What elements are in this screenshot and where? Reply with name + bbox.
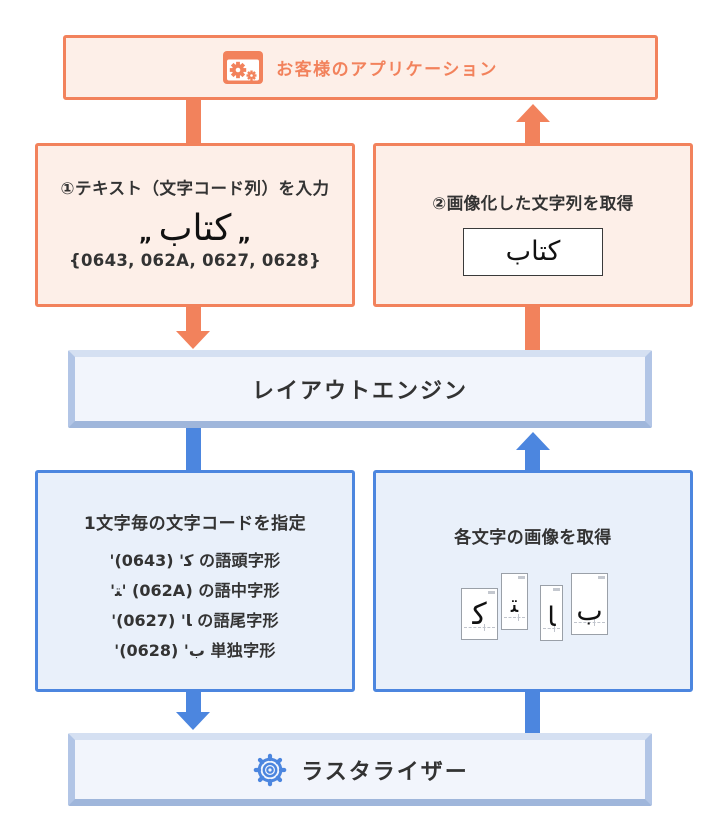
arrowhead-output-to-app	[516, 104, 550, 122]
glyph-image-card: ﺏ	[571, 573, 608, 635]
glyph-code-spec-box: 1文字毎の文字コードを指定 'ﻛ' (0643) の語頭字形 'ﺘ' (062A…	[35, 470, 355, 692]
connector-input-to-engine	[186, 307, 201, 331]
glyph-image-card: ﻛ	[461, 588, 498, 640]
layout-engine-label: レイアウトエンジン	[251, 379, 468, 404]
arrowhead-input-to-engine	[176, 331, 210, 349]
arabic-word-quoted: „ كتاب „	[38, 202, 352, 248]
connector-engine-to-output	[525, 307, 540, 350]
arrowhead-spec-to-rasterizer	[176, 712, 210, 730]
connector-images-to-engine	[525, 450, 540, 470]
connector-output-to-app	[525, 122, 540, 143]
glyph-teh-medial: ﺘ	[510, 590, 519, 618]
glyph-kaf-initial: ﻛ	[472, 597, 487, 632]
glyph-code-line: 'ﺘ' (062A) の語中字形	[110, 581, 280, 600]
image-output-box: ②画像化した文字列を取得 كتاب	[373, 143, 693, 307]
customer-application-label: お客様のアプリケーション	[276, 60, 498, 80]
connector-app-to-input	[186, 100, 201, 143]
glyph-image-card: ﺘ	[501, 573, 528, 630]
rasterizer-box: ラスタライザー	[68, 733, 652, 806]
arrowhead-images-to-engine	[516, 432, 550, 450]
rasterizer-label: ラスタライザー	[301, 759, 469, 785]
text-input-box: ①テキスト（文字コード列）を入力 „ كتاب „ {0643, 062A, 0…	[35, 143, 355, 307]
app-window-gears-icon	[223, 51, 264, 84]
glyph-images-box: 各文字の画像を取得 ﻛ ﺘ ﺎ ﺏ	[373, 470, 693, 692]
glyph-beh-isolated: ﺏ	[576, 594, 603, 627]
connector-rasterizer-to-images	[525, 692, 540, 733]
glyph-alef-final: ﺎ	[547, 602, 556, 633]
glyph-code-line: 'ﻛ' (0643) の語頭字形	[109, 551, 281, 570]
image-output-title: ②画像化した文字列を取得	[432, 194, 634, 213]
rendered-arabic-word: كتاب	[505, 235, 561, 267]
glyph-code-line: 'ﺎ' (0627) の語尾字形	[111, 611, 279, 630]
connector-spec-to-rasterizer	[186, 692, 201, 712]
close-quote: „	[237, 222, 252, 246]
arabic-word: كتاب	[158, 208, 232, 250]
customer-application-box: お客様のアプリケーション	[63, 35, 658, 100]
gear-outline-icon	[253, 753, 287, 786]
glyph-images-title: 各文字の画像を取得	[454, 528, 612, 548]
glyph-image-card: ﺎ	[540, 585, 563, 641]
connector-engine-to-spec	[186, 428, 201, 470]
glyph-code-line: 'ﺏ' (0628) 単独字形	[114, 641, 276, 660]
rendered-string-image: كتاب	[463, 228, 603, 276]
glyph-code-list: 'ﻛ' (0643) の語頭字形 'ﺘ' (062A) の語中字形 'ﺎ' (0…	[38, 546, 352, 666]
charcode-sequence: {0643, 062A, 0627, 0628}	[68, 251, 322, 270]
layout-engine-box: レイアウトエンジン	[68, 350, 652, 428]
text-input-title: ①テキスト（文字コード列）を入力	[60, 179, 330, 198]
open-quote: „	[138, 222, 153, 246]
glyph-code-spec-title: 1文字毎の文字コードを指定	[83, 514, 307, 534]
